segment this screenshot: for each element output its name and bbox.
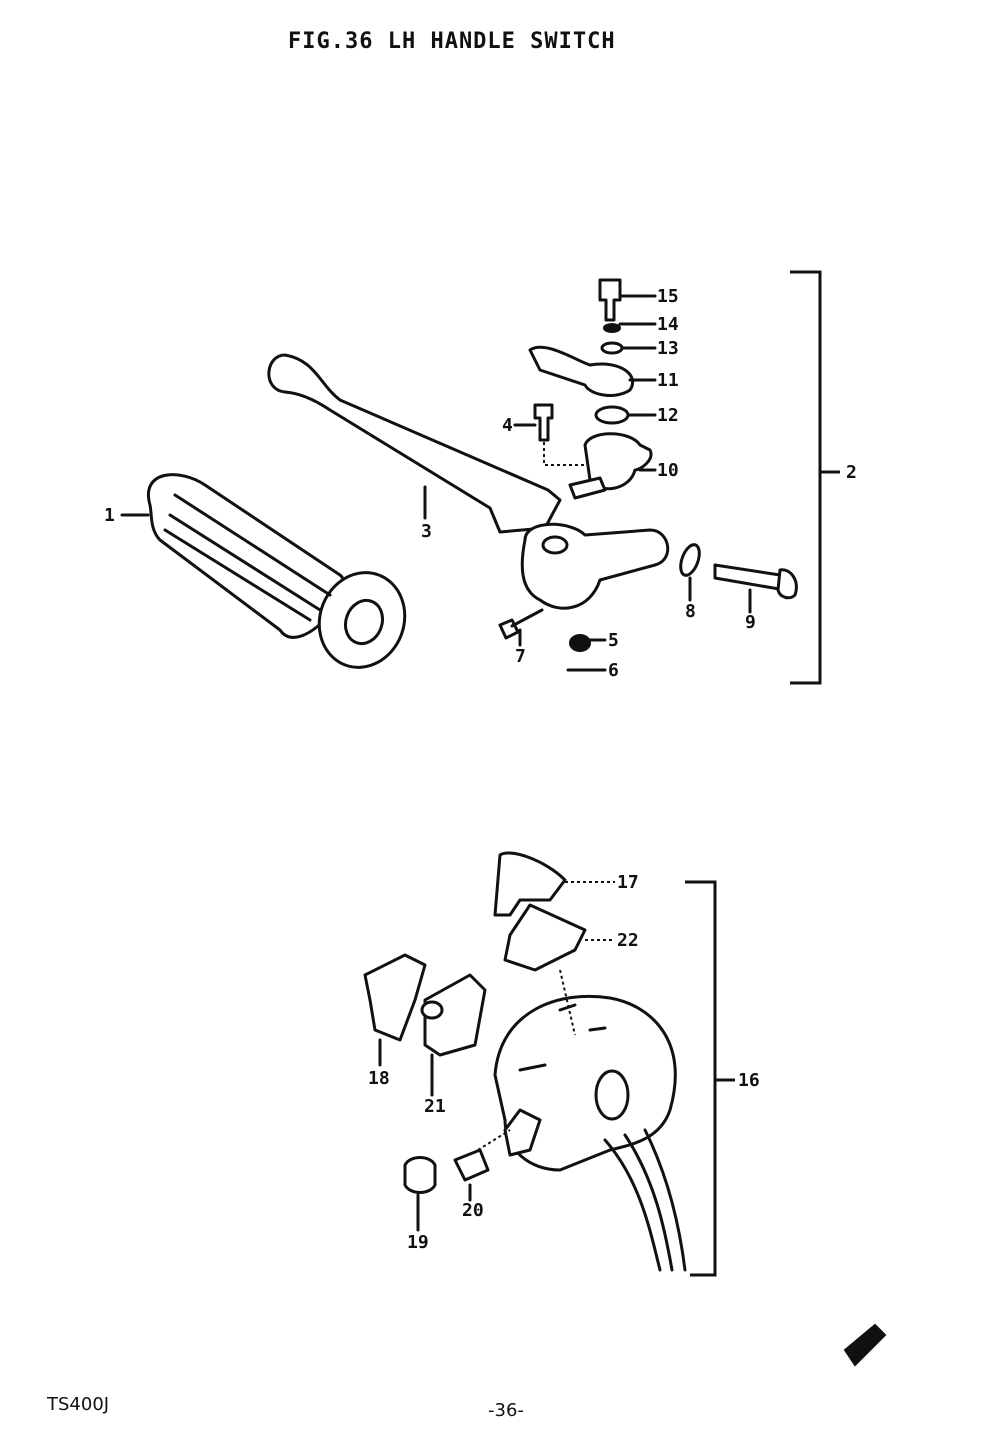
washer-8 — [679, 543, 701, 577]
callout-5: 5 — [608, 630, 619, 651]
bracket-16 — [685, 880, 735, 1277]
callout-22: 22 — [617, 930, 639, 951]
button-20 — [453, 1129, 511, 1182]
callout-14: 14 — [657, 314, 679, 335]
lever-holder — [520, 522, 670, 610]
callout-19: 19 — [407, 1232, 429, 1253]
callout-2: 2 — [846, 462, 857, 483]
callout-9: 9 — [745, 612, 756, 633]
bolt-9 — [713, 563, 798, 600]
switch-plate-22 — [503, 903, 587, 972]
callout-1: 1 — [104, 505, 115, 526]
figure-title: FIG.36 LH HANDLE SWITCH — [288, 29, 616, 54]
callout-12: 12 — [657, 405, 679, 426]
button-cap-21 — [420, 1000, 444, 1020]
corner-logo — [843, 1323, 887, 1367]
switch-knob-17 — [493, 851, 567, 917]
leader-22 — [559, 969, 576, 1036]
callout-3: 3 — [421, 521, 432, 542]
callout-15: 15 — [657, 286, 679, 307]
handle-grip — [146, 473, 407, 669]
button-19 — [403, 1156, 437, 1194]
callout-8: 8 — [685, 601, 696, 622]
callout-10: 10 — [657, 460, 679, 481]
nut-5 — [569, 634, 591, 652]
page-number: -36- — [488, 1400, 524, 1421]
callout-18: 18 — [368, 1068, 390, 1089]
callout-6: 6 — [608, 660, 619, 681]
callout-21: 21 — [424, 1096, 446, 1117]
bolt-7 — [498, 608, 544, 640]
screw-4 — [533, 403, 585, 466]
callout-13: 13 — [657, 338, 679, 359]
callout-7: 7 — [515, 646, 526, 667]
clutch-lever — [267, 353, 562, 534]
leader-lines — [120, 294, 752, 1232]
callout-16: 16 — [738, 1070, 760, 1091]
switch-button-21 — [423, 973, 487, 1057]
callout-17: 17 — [617, 872, 639, 893]
switch-housing — [493, 994, 677, 1172]
callout-4: 4 — [502, 415, 513, 436]
switch-lever-18 — [363, 953, 427, 1042]
model-code: TS400J — [46, 1394, 109, 1415]
callout-20: 20 — [462, 1200, 484, 1221]
adjuster-stack — [528, 278, 653, 500]
callout-11: 11 — [657, 370, 679, 391]
bracket-2 — [790, 270, 840, 685]
switch-cable — [603, 1128, 687, 1272]
